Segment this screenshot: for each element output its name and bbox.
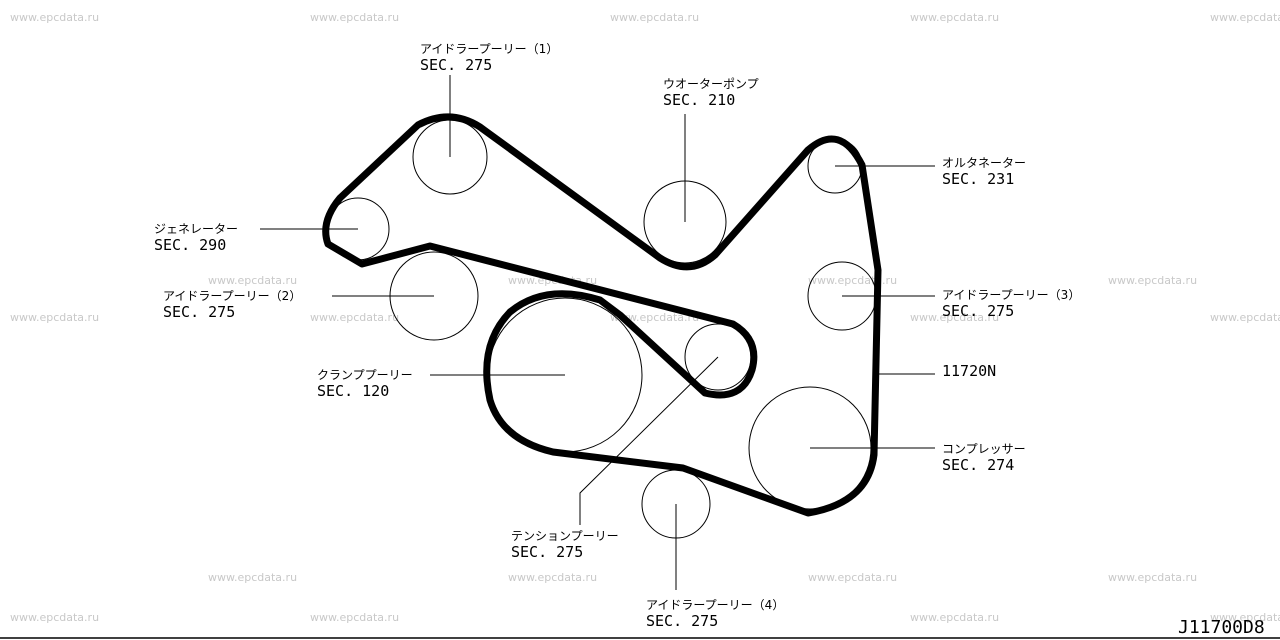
watermark: www.epcdata.ru: [310, 311, 399, 324]
idler-3-sec: SEC. 275: [942, 302, 1014, 320]
figure-code: J11700D8: [1178, 617, 1265, 638]
watermark: www.epcdata.ru: [508, 571, 597, 584]
crank-name: クランププーリー: [317, 368, 413, 382]
drive-belt-outer: [322, 113, 882, 517]
idler-4-name: アイドラープーリー（4）: [646, 598, 784, 612]
idler-1-name: アイドラープーリー（1）: [420, 42, 558, 56]
watermark: www.epcdata.ru: [910, 311, 999, 324]
watermark: www.epcdata.ru: [208, 571, 297, 584]
idler-3-name: アイドラープーリー（3）: [942, 288, 1080, 302]
watermark: www.epcdata.ru: [10, 611, 99, 624]
generator-sec: SEC. 290: [154, 236, 226, 254]
watermark: www.epcdata.ru: [610, 311, 699, 324]
watermark: www.epcdata.ru: [1108, 571, 1197, 584]
watermark: www.epcdata.ru: [910, 11, 999, 24]
tension-name: テンションプーリー: [511, 529, 619, 543]
compressor-name: コンプレッサー: [942, 442, 1026, 456]
idler-4-sec: SEC. 275: [646, 612, 718, 630]
watermark: www.epcdata.ru: [10, 11, 99, 24]
water-pump-sec: SEC. 210: [663, 91, 735, 109]
idler-1-sec: SEC. 275: [420, 56, 492, 74]
idler-2-sec: SEC. 275: [163, 303, 235, 321]
label-water-pump: ウオーターポンプ SEC. 210: [663, 77, 759, 109]
watermark: www.epcdata.ru: [610, 11, 699, 24]
label-idler-3: アイドラープーリー（3） SEC. 275: [942, 288, 1080, 320]
label-idler-4: アイドラープーリー（4） SEC. 275: [646, 598, 784, 630]
label-generator: ジェネレーター SEC. 290: [154, 222, 238, 254]
alternator-sec: SEC. 231: [942, 170, 1014, 188]
alternator-name: オルタネーター: [942, 156, 1026, 170]
watermark: www.epcdata.ru: [808, 274, 897, 287]
leader-lines: [260, 75, 935, 590]
watermark: www.epcdata.ru: [208, 274, 297, 287]
label-tension: テンションプーリー SEC. 275: [511, 529, 619, 561]
watermark: www.epcdata.ru: [1210, 11, 1280, 24]
watermark: www.epcdata.ru: [910, 611, 999, 624]
idler-2-name: アイドラープーリー（2）: [163, 289, 301, 303]
watermark: www.epcdata.ru: [310, 11, 399, 24]
watermark: www.epcdata.ru: [1108, 274, 1197, 287]
watermark: www.epcdata.ru: [10, 311, 99, 324]
belt-part-number: 11720N: [942, 362, 996, 380]
watermark: www.epcdata.ru: [808, 571, 897, 584]
tension-sec: SEC. 275: [511, 543, 583, 561]
leader-tension: [579, 356, 719, 525]
label-alternator: オルタネーター SEC. 231: [942, 156, 1026, 188]
water-pump-name: ウオーターポンプ: [663, 77, 759, 91]
watermark: www.epcdata.ru: [310, 611, 399, 624]
label-compressor: コンプレッサー SEC. 274: [942, 442, 1026, 474]
crank-sec: SEC. 120: [317, 382, 389, 400]
label-crank: クランププーリー SEC. 120: [317, 368, 413, 400]
watermark: www.epcdata.ru: [1210, 311, 1280, 324]
watermark: www.epcdata.ru: [1210, 611, 1280, 624]
label-idler-2: アイドラープーリー（2） SEC. 275: [163, 289, 301, 321]
compressor-sec: SEC. 274: [942, 456, 1014, 474]
generator-name: ジェネレーター: [154, 222, 238, 236]
label-idler-1: アイドラープーリー（1） SEC. 275: [420, 42, 558, 74]
